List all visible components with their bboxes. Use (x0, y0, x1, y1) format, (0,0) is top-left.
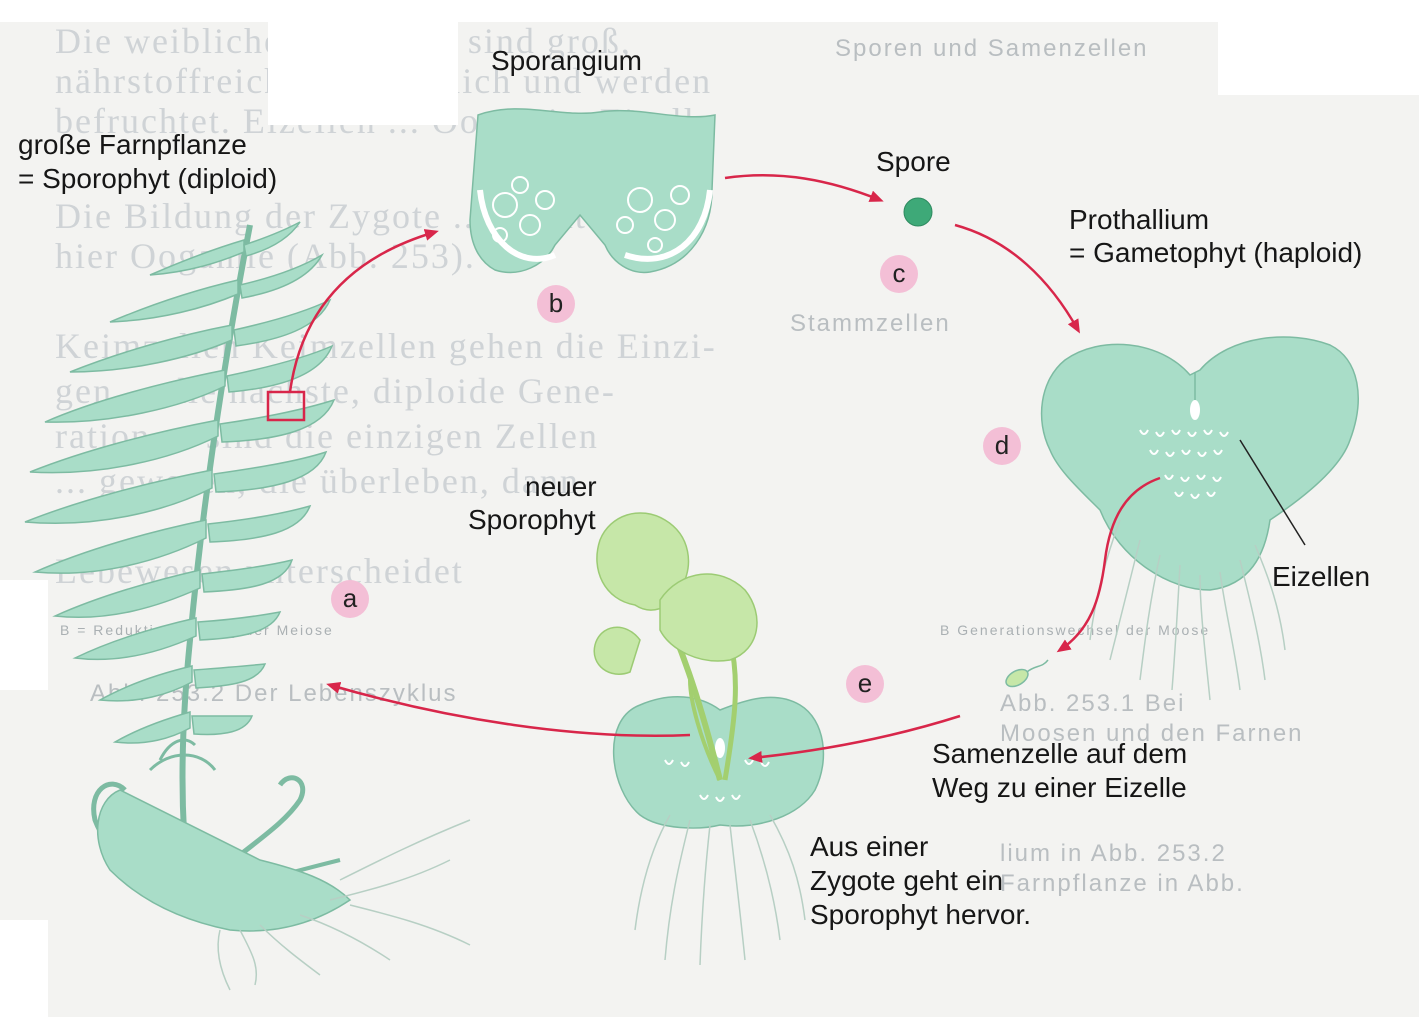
new-sporophyte-drawing (593, 512, 825, 966)
step-badge-e: e (846, 665, 884, 703)
fern-plant (24, 221, 471, 991)
label-sperm-line1: Samenzelle auf dem (932, 738, 1188, 769)
background-text: lium in Abb. 253.2 (1000, 840, 1227, 867)
arrow-sporangium-to-spore (724, 173, 884, 202)
label-new-sporophyte-line1: neuer (525, 471, 597, 502)
label-zygote-line1: Aus einer (810, 831, 929, 862)
step-badge-c: c (880, 255, 918, 293)
label-eizellen: Eizellen (1272, 561, 1371, 592)
paper-patch (0, 580, 48, 690)
sporangium-drawing (469, 108, 716, 274)
background-text: Abb. 253.1 Bei (1000, 690, 1186, 717)
label-new-sporophyte-line2: Sporophyt (468, 504, 596, 535)
label-large-fern-line1: große Farnpflanze (18, 129, 247, 160)
cycle-arrows (288, 173, 1080, 763)
paper-patch (0, 920, 48, 1017)
label-zygote-line3: Sporophyt hervor. (810, 899, 1032, 930)
background-text: Stammzellen (790, 310, 951, 337)
label-spore: Spore (876, 146, 951, 177)
arrow-new-to-adult (326, 682, 691, 738)
background-text: B Generationswechsel der Moose (940, 622, 1211, 638)
background-text: Moosen und den Farnen (1000, 720, 1304, 747)
arrow-spore-to-prothallium (954, 223, 1080, 334)
background-text: Farnpflanze in Abb. (1000, 870, 1245, 897)
paper-patch (1218, 0, 1419, 95)
step-badge-d: d (983, 427, 1021, 465)
arrow-fern-to-sporangium (288, 229, 439, 393)
arrow-sperm-to-zygote (748, 714, 961, 763)
spore-cell (903, 197, 933, 227)
label-prothallium-line1: Prothallium (1069, 204, 1210, 235)
background-text: Sporen und Samenzellen (835, 35, 1149, 62)
label-prothallium-line2: = Gametophyt (haploid) (1069, 237, 1363, 268)
step-badge-b: b (537, 285, 575, 323)
label-large-fern-line2: = Sporophyt (diploid) (18, 163, 278, 194)
sperm-cell (1005, 659, 1049, 688)
label-zygote-line2: Zygote geht ein (810, 865, 1004, 896)
label-sporangium: Sporangium (491, 45, 642, 76)
label-sperm-line2: Weg zu einer Eizelle (932, 772, 1187, 803)
prothallium-drawing (1040, 336, 1359, 701)
step-badge-a: a (331, 580, 369, 618)
paper-patch (268, 0, 458, 125)
